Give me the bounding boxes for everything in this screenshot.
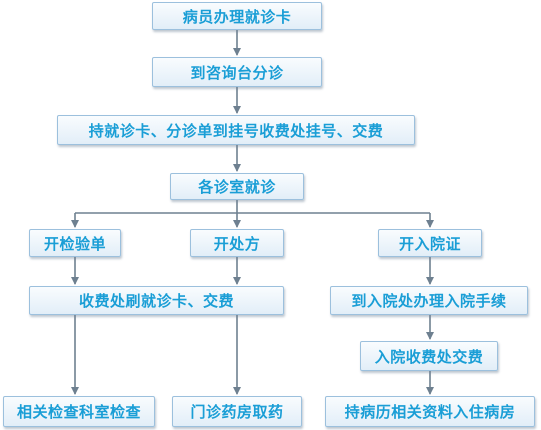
node-prescription: 开处方 [190,229,284,257]
node-triage-desk: 到咨询台分诊 [152,57,322,87]
node-pharmacy-pickup: 门诊药房取药 [172,396,302,427]
node-register-card: 病员办理就诊卡 [152,2,322,30]
node-ward-admission: 持病历相关资料入住病房 [325,396,535,427]
node-admission-procedure: 到入院处办理入院手续 [330,286,528,315]
node-admission-order: 开入院证 [378,229,482,257]
node-lab-order: 开检验单 [29,229,121,257]
node-card-payment: 收费处刷就诊卡、交费 [29,286,284,315]
node-registration-payment: 持就诊卡、分诊单到挂号收费处挂号、交费 [57,115,415,145]
node-consultation-rooms: 各诊室就诊 [170,173,304,200]
node-admission-payment: 入院收费处交费 [360,341,498,371]
node-department-exam: 相关检查科室检查 [3,396,155,427]
